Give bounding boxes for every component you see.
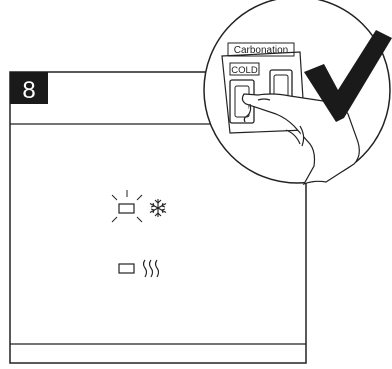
checkmark-icon [304, 30, 392, 122]
carbonation-label-box [227, 42, 295, 57]
cooling-indicator [111, 190, 167, 223]
cold-label: COLD [231, 65, 258, 76]
carbonation-label: Carbonation [234, 45, 288, 56]
step-number: 8 [22, 77, 35, 104]
snowflake-icon [149, 199, 167, 217]
cold-label-box [229, 62, 260, 76]
heat-waves-icon [142, 259, 160, 278]
hand-illustration [241, 93, 360, 186]
cooling-indicator-light [118, 203, 135, 214]
heating-indicator [118, 259, 160, 278]
indicator-glow-rays [111, 190, 143, 223]
heating-indicator-light [118, 263, 135, 274]
step-badge: 8 [10, 72, 48, 104]
zoom-callout: Carbonation COLD [203, 0, 392, 186]
